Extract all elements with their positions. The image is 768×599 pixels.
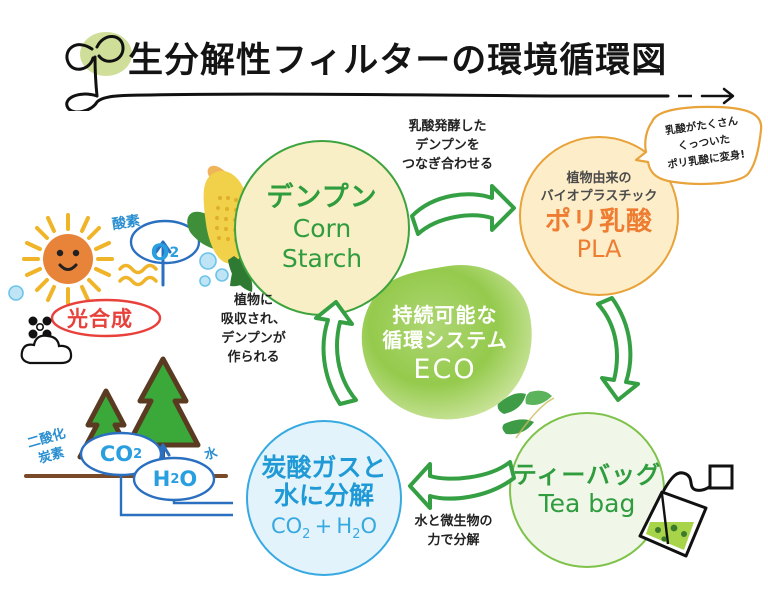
title-decoration: [65, 32, 735, 114]
caption-absorb-l4: 作られる: [227, 349, 280, 365]
sprout-leaf-blob: [80, 32, 132, 76]
caption-ferment: 乳酸発酵した デンプンを つなぎ合わせる: [385, 118, 510, 175]
photosynthesis-illustration: [8, 213, 233, 517]
sun-icon: [22, 213, 114, 305]
caption-microbe-l1: 水と微生物の: [414, 514, 493, 529]
caption-absorb-l3: デンプンが: [221, 330, 286, 346]
node-pla-jp: ポリ乳酸: [544, 207, 653, 238]
title-underline: [65, 92, 670, 114]
node-pla[interactable]: 植物由来の バイオプラスチック ポリ乳酸 PLA: [519, 136, 679, 296]
node-starch-jp: デンプン: [266, 181, 378, 213]
arrow-tea-to-co2: [408, 460, 516, 510]
tea-leaf-dots: [655, 524, 687, 542]
node-tea-jp: ティーバッグ: [512, 461, 662, 490]
center-eco-blob: 持続可能な 循環システム ECO: [358, 264, 554, 439]
bubbles-icon: [8, 252, 229, 301]
tea-bag-icon: [638, 464, 734, 558]
cloud-icon: [20, 334, 73, 365]
h2o-source-line: [172, 500, 233, 505]
arrow-starch-to-pla: [410, 184, 516, 236]
photosynthesis-label: 光合成: [67, 307, 133, 331]
node-pla-sub-2: バイオプラスチック: [540, 188, 658, 204]
node-tea-en: Tea bag: [538, 489, 636, 519]
eco-text-block: 持続可能な 循環システム ECO: [358, 268, 532, 420]
speech-bubble: [634, 105, 763, 186]
node-pla-en: PLA: [576, 234, 622, 263]
heat-squiggle: [118, 263, 158, 275]
co2-source-line: [119, 475, 233, 517]
node-co2-jp-2: 水に分解: [273, 480, 374, 510]
sprout-leaf-left: [65, 43, 95, 71]
eco-blob-shape: [361, 264, 554, 439]
eco-line-2: 循環システム: [382, 328, 508, 353]
node-decompose[interactable]: 炭酸ガスと 水に分解 CO2 + H2O: [246, 420, 402, 576]
flower-icon: [28, 316, 52, 339]
sprout-stem: [93, 55, 99, 98]
sprout-leaf-right: [95, 35, 125, 63]
arrow-right-icon: [700, 87, 735, 105]
eco-line-1: 持続可能な: [392, 303, 498, 328]
tea-bag-seam: [660, 493, 670, 545]
page-title-text: 生分解性フィルターの環境循環図: [128, 41, 668, 81]
node-co2-jp-1: 炭酸ガスと: [261, 452, 387, 482]
node-starch-en-2: Starch: [281, 244, 363, 274]
caption-ferment-l3: つなぎ合わせる: [401, 156, 493, 172]
caption-ferment-l2: デンプンを: [415, 137, 480, 153]
caption-absorb: 植物に 吸収され、 デンプンが 作られる: [206, 292, 301, 367]
blob-swoosh: [515, 397, 554, 439]
arrow-pla-to-tea: [596, 296, 640, 402]
tea-bag-tag: [708, 464, 734, 490]
eco-acronym: ECO: [413, 354, 477, 386]
caption-absorb-l1: 植物に: [233, 293, 273, 308]
page-title: 生分解性フィルターの環境循環図: [0, 16, 768, 114]
caption-absorb-l2: 吸収され、: [220, 311, 287, 327]
node-co2-formula: CO2 + H2O: [270, 513, 378, 542]
heat-squiggle: [118, 275, 158, 287]
node-starch-en-1: Corn: [292, 214, 352, 244]
arrow-co2-to-starch: [314, 300, 358, 406]
caption-ferment-l1: 乳酸発酵した: [408, 119, 487, 134]
node-pla-sub-1: 植物由来の: [566, 171, 632, 187]
caption-microbe-l2: 力で分解: [427, 532, 480, 548]
photosynthesis-ellipse: [50, 298, 162, 338]
o2-oval: [129, 219, 201, 265]
node-corn-starch[interactable]: デンプン Corn Starch: [234, 140, 410, 316]
node-tea-bag[interactable]: ティーバッグ Tea bag: [509, 412, 665, 568]
caption-microbe: 水と微生物の 力で分解: [396, 513, 511, 551]
